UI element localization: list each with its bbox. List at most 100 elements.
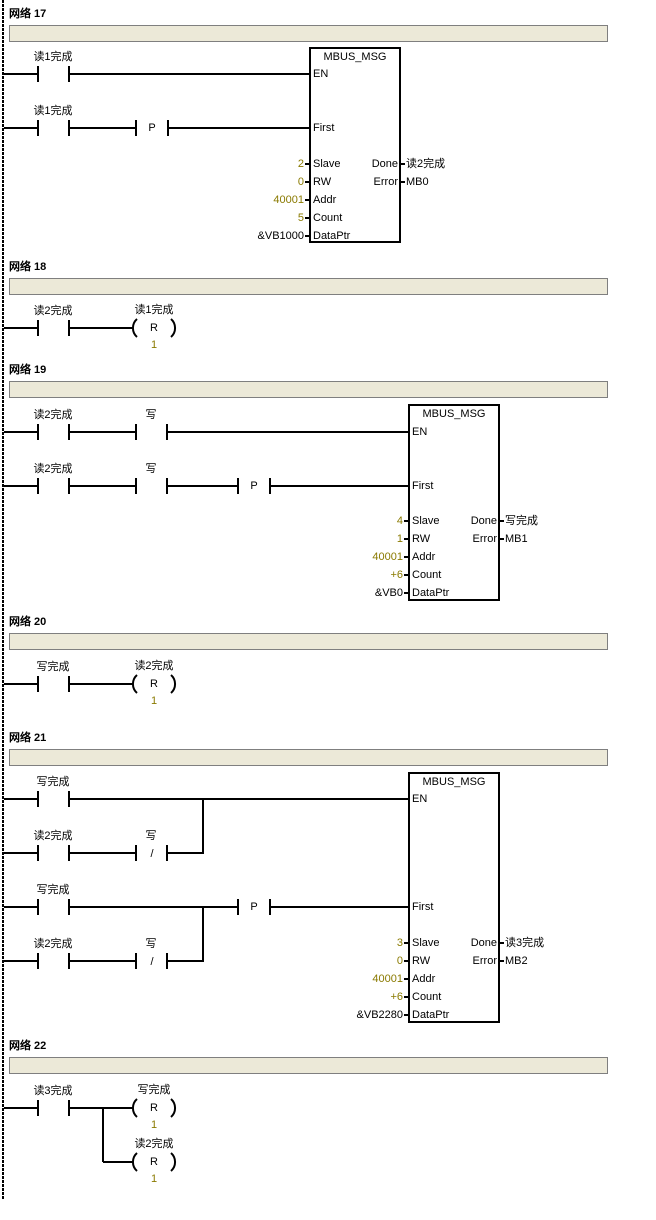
contact[interactable] <box>136 478 167 494</box>
pin-first: First <box>412 480 433 492</box>
contact-label: 写 <box>146 938 157 950</box>
pin-first: First <box>313 122 334 134</box>
input-slave: 4 <box>397 515 403 527</box>
contact-label: 读2完成 <box>33 303 72 317</box>
coil-type: R <box>150 1102 158 1114</box>
output-error: MB1 <box>505 533 528 545</box>
mbus-msg-block[interactable] <box>309 47 401 243</box>
contact-label: 读2完成 <box>33 828 72 842</box>
network-comment-field[interactable] <box>9 25 608 42</box>
pin-slave: Slave <box>412 515 440 527</box>
input-addr: 40001 <box>372 973 403 985</box>
network-comment-field[interactable] <box>9 278 608 295</box>
contact-label: 写完成 <box>37 774 70 788</box>
pin-count: Count <box>412 569 441 581</box>
output-error: MB2 <box>505 955 528 967</box>
pin-dataptr: DataPtr <box>313 230 351 242</box>
pin-addr: Addr <box>412 973 436 985</box>
contact-label: 写 <box>146 463 157 475</box>
pin-dataptr: DataPtr <box>412 1009 450 1021</box>
coil-right-arc[interactable] <box>170 318 177 338</box>
pin-count: Count <box>412 991 441 1003</box>
coil-operand: 读2完成 <box>134 658 173 672</box>
coil-left-arc[interactable] <box>131 1098 138 1118</box>
contact-label: 读2完成 <box>33 936 72 950</box>
pin-en: EN <box>412 426 427 438</box>
contact[interactable] <box>38 478 69 494</box>
contact-label: 写完成 <box>37 882 70 896</box>
contact[interactable] <box>38 320 69 336</box>
coil-type: R <box>150 678 158 690</box>
coil-type: R <box>150 322 158 334</box>
network-comment-field[interactable] <box>9 633 608 650</box>
input-slave: 2 <box>298 158 304 170</box>
pin-rw: RW <box>412 533 431 545</box>
network-title: 网络 18 <box>9 259 46 273</box>
contact-label: 读1完成 <box>33 49 72 63</box>
coil-count: 1 <box>151 1119 157 1131</box>
input-addr: 40001 <box>273 194 304 206</box>
input-count: +6 <box>390 569 403 581</box>
coil-left-arc[interactable] <box>131 674 138 694</box>
coil-right-arc[interactable] <box>170 1098 177 1118</box>
output-error: MB0 <box>406 176 429 188</box>
block-name: MBUS_MSG <box>423 408 486 420</box>
positive-edge-label: P <box>250 901 257 913</box>
network-title: 网络 17 <box>9 6 46 20</box>
coil-count: 1 <box>151 1173 157 1185</box>
pin-rw: RW <box>313 176 332 188</box>
coil-operand: 读1完成 <box>134 302 173 316</box>
coil-count: 1 <box>151 339 157 351</box>
input-count: 5 <box>298 212 304 224</box>
contact[interactable] <box>38 676 69 692</box>
network-comment-field[interactable] <box>9 749 608 766</box>
pin-count: Count <box>313 212 342 224</box>
contact[interactable] <box>136 424 167 440</box>
contact[interactable] <box>38 1100 69 1116</box>
contact[interactable] <box>38 899 69 915</box>
contact[interactable] <box>38 120 69 136</box>
pin-rw: RW <box>412 955 431 967</box>
coil-left-arc[interactable] <box>131 318 138 338</box>
mbus-msg-block[interactable] <box>408 404 500 601</box>
pin-en: EN <box>313 68 328 80</box>
pin-first: First <box>412 901 433 913</box>
contact[interactable] <box>38 424 69 440</box>
pin-dataptr: DataPtr <box>412 587 450 599</box>
block-name: MBUS_MSG <box>423 776 486 788</box>
coil-right-arc[interactable] <box>170 674 177 694</box>
contact-negation-mark: / <box>150 956 154 968</box>
network-title: 网络 21 <box>9 730 46 744</box>
input-count: +6 <box>390 991 403 1003</box>
network-comment-field[interactable] <box>9 1057 608 1074</box>
contact-label: 读1完成 <box>33 103 72 117</box>
coil-count: 1 <box>151 695 157 707</box>
pin-done: Done <box>372 158 398 170</box>
output-done: 读2完成 <box>406 156 445 170</box>
mbus-msg-block[interactable] <box>408 772 500 1023</box>
pin-done: Done <box>471 515 497 527</box>
contact-negation-mark: / <box>150 848 154 860</box>
contact[interactable] <box>38 845 69 861</box>
pin-error: Error <box>374 176 399 188</box>
contact-label: 读2完成 <box>33 407 72 421</box>
pin-addr: Addr <box>412 551 436 563</box>
pin-error: Error <box>473 955 498 967</box>
pin-slave: Slave <box>412 937 440 949</box>
input-dataptr: &VB1000 <box>258 230 304 242</box>
coil-type: R <box>150 1156 158 1168</box>
pin-done: Done <box>471 937 497 949</box>
input-slave: 3 <box>397 937 403 949</box>
coil-left-arc[interactable] <box>131 1152 138 1172</box>
contact[interactable] <box>38 66 69 82</box>
coil-operand: 读2完成 <box>134 1136 173 1150</box>
pin-error: Error <box>473 533 498 545</box>
contact[interactable] <box>38 953 69 969</box>
contact[interactable] <box>38 791 69 807</box>
network-title: 网络 20 <box>9 614 46 628</box>
network-comment-field[interactable] <box>9 381 608 398</box>
contact-label: 写 <box>146 409 157 421</box>
pin-slave: Slave <box>313 158 341 170</box>
coil-right-arc[interactable] <box>170 1152 177 1172</box>
